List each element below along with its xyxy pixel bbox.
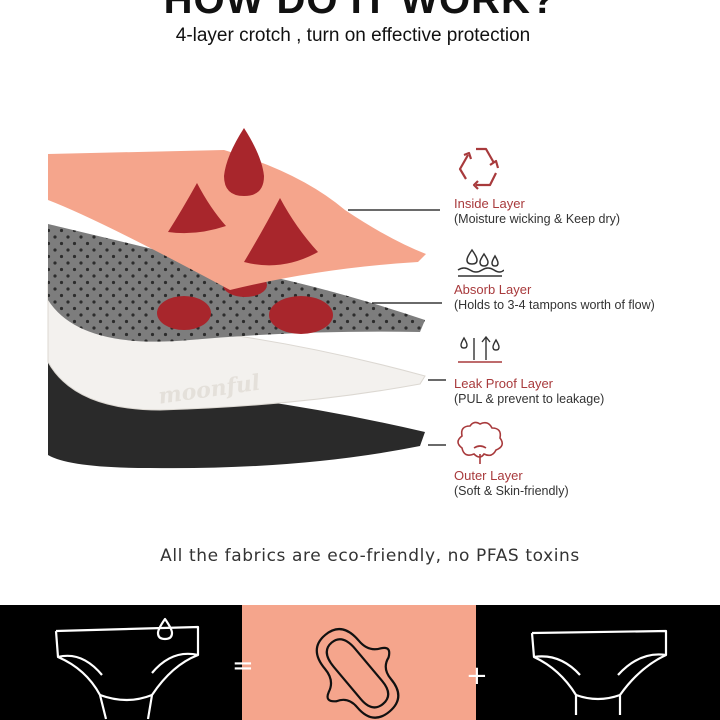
layer-stack-illustration: moonful — [47, 128, 446, 469]
layer-name: Inside Layer — [454, 196, 525, 211]
comparison-band: = + — [0, 605, 720, 720]
equals-sign: = — [232, 651, 254, 681]
layer-description: (Soft & Skin-friendly) — [454, 484, 569, 498]
pad-panel — [242, 605, 476, 720]
blood-drop — [168, 183, 226, 234]
layer-name: Outer Layer — [454, 468, 523, 483]
cotton-flower-icon — [457, 421, 504, 464]
blood-drop — [244, 198, 318, 266]
plus-sign: + — [466, 661, 488, 691]
absorb-drops-icon — [457, 248, 504, 277]
legend-outer-layer: Outer Layer (Soft & Skin-friendly) — [454, 468, 569, 499]
layer-name: Leak Proof Layer — [454, 376, 554, 391]
legend-leak-proof-layer: Leak Proof Layer (PUL & prevent to leaka… — [454, 376, 604, 407]
leak-proof-icon — [458, 335, 502, 363]
legend-inside-layer: Inside Layer (Moisture wicking & Keep dr… — [454, 196, 620, 227]
sanitary-pad-icon — [315, 628, 400, 719]
recycle-icon — [458, 147, 500, 190]
legend-absorb-layer: Absorb Layer (Holds to 3-4 tampons worth… — [454, 282, 655, 313]
absorbed-spot — [269, 296, 333, 334]
layer-name: Absorb Layer — [454, 282, 532, 297]
page-title: HOW DO IT WORK? — [163, 0, 557, 22]
page-subtitle: 4-layer crotch , turn on effective prote… — [175, 25, 531, 46]
inside-layer-fabric — [48, 150, 426, 290]
absorbed-spot — [157, 296, 211, 330]
period-panty-icon — [54, 617, 200, 720]
regular-panty-icon — [530, 629, 668, 715]
layer-description: (PUL & prevent to leakage) — [454, 392, 605, 406]
layer-description: (Moisture wicking & Keep dry) — [454, 212, 621, 226]
layer-description: (Holds to 3-4 tampons worth of flow) — [454, 298, 655, 312]
blood-drop — [224, 128, 264, 196]
eco-friendly-note: All the fabrics are eco-friendly, no PFA… — [160, 546, 580, 566]
